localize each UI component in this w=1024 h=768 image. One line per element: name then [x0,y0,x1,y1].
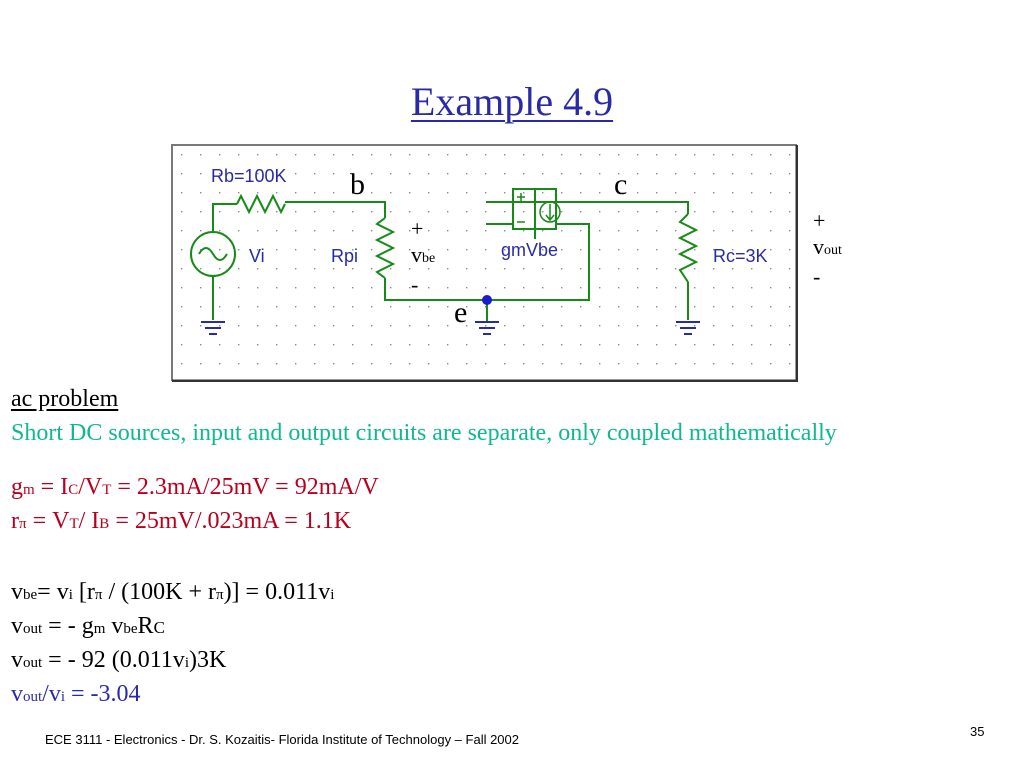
circuit-schematic: Rb=100K Vi Rpi gmVbe Rc=3K [171,144,798,382]
rpi-label: Rpi [331,246,358,266]
note-text: Short DC sources, input and output circu… [11,420,837,446]
gain-equation: vout/vi = -3.04 [11,681,141,707]
gm-label: gmVbe [501,240,558,260]
emitter-node-dot [482,295,492,305]
node-b-label: b [350,168,365,201]
ac-problem-heading: ac problem [11,386,119,412]
vbe-polarity-label: + vbe - [411,216,435,298]
schematic-border-top [171,144,797,381]
vout-symbol: vout [813,234,842,259]
vout-plus: + [813,208,826,233]
vbe-plus: + [411,216,424,241]
rpi-resistor [374,217,396,279]
vout-polarity-label: + vout - [813,208,842,290]
vbe-minus: - [411,272,419,297]
rc-label: Rc=3K [713,246,768,266]
vbe-equation: vbe= vi [rπ / (100K + rπ)] = 0.011vi [11,579,335,605]
rb-resistor [236,193,286,215]
vi-label: Vi [249,246,265,266]
node-e-label: e [454,296,468,329]
ground-symbols [201,321,700,335]
vout-equation-2: vout = - 92 (0.011vi)3K [11,647,227,673]
footer-text: ECE 3111 - Electronics - Dr. S. Kozaitis… [45,732,519,747]
rb-label: Rb=100K [211,166,287,186]
rpi-equation: rπ = VT/ IB = 25mV/.023mA = 1.1K [11,508,352,534]
page-number: 35 [970,724,985,739]
node-c-label: c [614,168,628,201]
gm-current-source [512,188,561,230]
rc-resistor [677,213,699,283]
vout-minus: - [813,264,821,289]
slide-title: Example 4.9 [410,79,614,124]
vbe-symbol: vbe [411,242,436,267]
gm-equation: gm = IC/VT = 2.3mA/25mV = 92mA/V [11,474,379,500]
schematic-border-bottom [172,145,798,382]
vi-source [190,231,236,277]
vout-equation-1: vout = - gm vbeRC [11,613,165,639]
